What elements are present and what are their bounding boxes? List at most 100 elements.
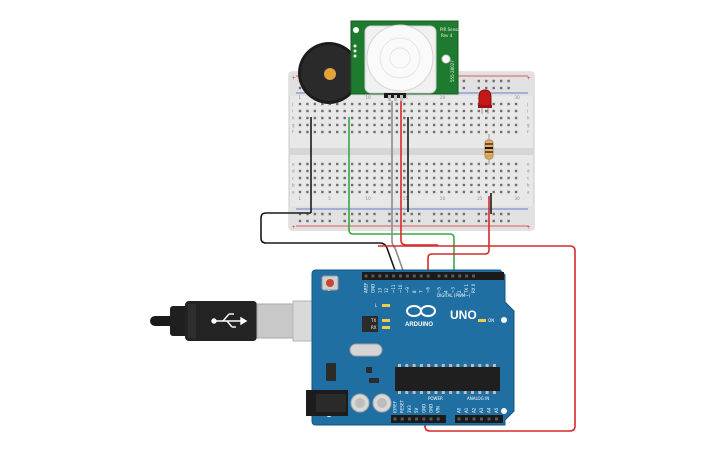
breadboard-hole[interactable]: [492, 162, 495, 166]
breadboard-hole[interactable]: [358, 190, 361, 194]
breadboard-hole[interactable]: [499, 116, 503, 120]
analog-pin[interactable]: [465, 417, 468, 421]
breadboard-hole[interactable]: [313, 109, 317, 113]
breadboard-hole[interactable]: [336, 102, 339, 106]
rail-hole[interactable]: [477, 86, 480, 90]
breadboard-hole[interactable]: [462, 162, 466, 166]
breadboard-hole[interactable]: [343, 102, 346, 106]
breadboard-hole[interactable]: [403, 183, 406, 187]
breadboard-hole[interactable]: [455, 123, 458, 127]
rail-hole[interactable]: [388, 212, 391, 216]
analog-pin[interactable]: [487, 417, 491, 421]
header-pin[interactable]: [371, 274, 375, 278]
breadboard-hole[interactable]: [485, 169, 488, 173]
rail-hole[interactable]: [477, 212, 480, 216]
rail-hole[interactable]: [358, 212, 361, 216]
rail-hole[interactable]: [455, 219, 458, 223]
rail-hole[interactable]: [477, 219, 480, 223]
breadboard-hole[interactable]: [358, 109, 361, 113]
rail-hole[interactable]: [328, 219, 331, 223]
header-pin[interactable]: [399, 274, 402, 278]
breadboard-hole[interactable]: [328, 130, 331, 134]
breadboard-hole[interactable]: [514, 183, 518, 187]
breadboard-hole[interactable]: [306, 190, 309, 194]
breadboard-hole[interactable]: [298, 130, 302, 134]
breadboard-hole[interactable]: [455, 176, 458, 180]
breadboard-hole[interactable]: [306, 123, 309, 127]
header-pin[interactable]: [426, 274, 430, 278]
breadboard-hole[interactable]: [336, 176, 339, 180]
breadboard-hole[interactable]: [425, 130, 428, 134]
breadboard-hole[interactable]: [365, 116, 369, 120]
breadboard-hole[interactable]: [447, 183, 451, 187]
rail-hole[interactable]: [373, 219, 376, 223]
resistor[interactable]: [484, 134, 494, 165]
breadboard-hole[interactable]: [358, 162, 361, 166]
breadboard-hole[interactable]: [410, 162, 413, 166]
rail-hole[interactable]: [462, 79, 466, 83]
rail-hole[interactable]: [418, 212, 421, 216]
rail-hole[interactable]: [365, 219, 369, 223]
breadboard-hole[interactable]: [358, 169, 361, 173]
breadboard-hole[interactable]: [499, 162, 503, 166]
rail-hole[interactable]: [373, 212, 376, 216]
header-pin[interactable]: [392, 274, 396, 278]
breadboard-hole[interactable]: [313, 123, 317, 127]
rail-hole[interactable]: [485, 79, 488, 83]
breadboard-hole[interactable]: [388, 116, 391, 120]
breadboard-hole[interactable]: [418, 109, 421, 113]
rail-hole[interactable]: [365, 212, 369, 216]
breadboard-hole[interactable]: [388, 130, 391, 134]
breadboard-hole[interactable]: [410, 123, 413, 127]
breadboard-hole[interactable]: [514, 116, 518, 120]
breadboard-hole[interactable]: [388, 123, 391, 127]
breadboard-hole[interactable]: [388, 162, 391, 166]
breadboard-hole[interactable]: [336, 169, 339, 173]
header-pin[interactable]: [412, 274, 416, 278]
breadboard-hole[interactable]: [298, 109, 302, 113]
breadboard-hole[interactable]: [492, 109, 495, 113]
rail-hole[interactable]: [298, 212, 302, 216]
breadboard-hole[interactable]: [425, 169, 428, 173]
breadboard-hole[interactable]: [306, 109, 309, 113]
breadboard-hole[interactable]: [447, 109, 451, 113]
power-pin[interactable]: [415, 417, 419, 421]
breadboard-hole[interactable]: [455, 116, 458, 120]
breadboard-hole[interactable]: [425, 123, 428, 127]
breadboard-hole[interactable]: [447, 176, 451, 180]
breadboard-hole[interactable]: [388, 169, 391, 173]
breadboard-hole[interactable]: [470, 190, 473, 194]
breadboard-hole[interactable]: [485, 190, 488, 194]
breadboard-hole[interactable]: [432, 123, 436, 127]
header-pin[interactable]: [419, 274, 423, 278]
breadboard-hole[interactable]: [373, 102, 376, 106]
breadboard-hole[interactable]: [313, 102, 317, 106]
rail-hole[interactable]: [395, 212, 399, 216]
breadboard-hole[interactable]: [321, 130, 324, 134]
breadboard-hole[interactable]: [358, 102, 361, 106]
breadboard-hole[interactable]: [380, 169, 384, 173]
breadboard-hole[interactable]: [418, 162, 421, 166]
breadboard-hole[interactable]: [455, 162, 458, 166]
wire-red-led[interactable]: [427, 196, 490, 276]
breadboard-hole[interactable]: [403, 169, 406, 173]
breadboard-hole[interactable]: [499, 169, 503, 173]
rail-hole[interactable]: [313, 212, 317, 216]
breadboard-hole[interactable]: [455, 130, 458, 134]
power-pin[interactable]: [436, 417, 440, 421]
breadboard-hole[interactable]: [507, 169, 510, 173]
breadboard-hole[interactable]: [492, 183, 495, 187]
breadboard-hole[interactable]: [470, 130, 473, 134]
breadboard-hole[interactable]: [336, 116, 339, 120]
breadboard-hole[interactable]: [321, 123, 324, 127]
wire-red-5v[interactable]: [378, 245, 576, 432]
header-pin[interactable]: [437, 274, 441, 278]
breadboard-hole[interactable]: [350, 190, 354, 194]
breadboard-hole[interactable]: [395, 176, 399, 180]
header-pin[interactable]: [451, 274, 455, 278]
rail-hole[interactable]: [499, 86, 503, 90]
breadboard-hole[interactable]: [507, 162, 510, 166]
breadboard-hole[interactable]: [507, 123, 510, 127]
rail-hole[interactable]: [313, 219, 317, 223]
